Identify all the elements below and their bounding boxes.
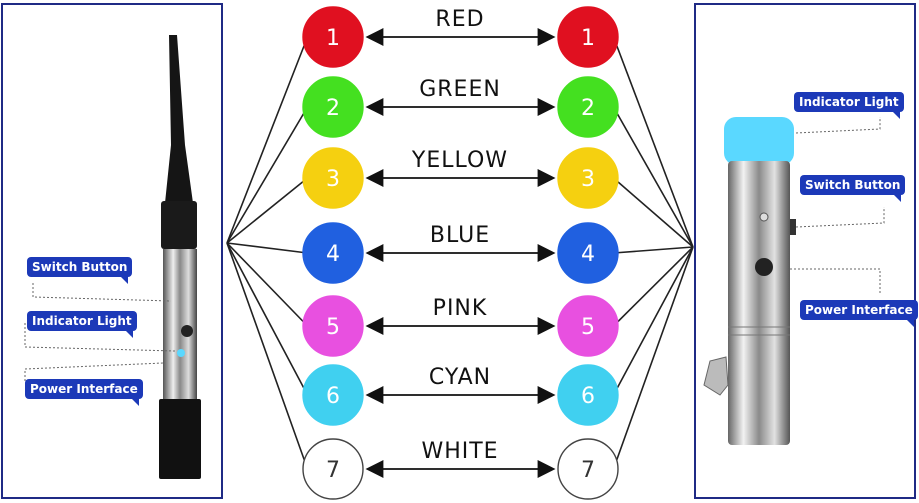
left-fan-line-7 <box>226 242 309 470</box>
right-pin-number-1: 1 <box>581 26 595 51</box>
right-device-panel: Indicator Light Switch Button Power Inte… <box>694 3 918 499</box>
left-pin-number-5: 5 <box>326 315 340 340</box>
left-fan-line-4 <box>226 242 308 254</box>
right-pin-circle-3 <box>557 147 619 209</box>
left-pin-number-7: 7 <box>326 458 340 483</box>
right-fan-line-1 <box>612 36 694 248</box>
right-fan-line-4 <box>613 246 694 254</box>
right-pin-number-4: 4 <box>581 242 595 267</box>
right-pin-number-5: 5 <box>581 315 595 340</box>
left-pin-circle-7 <box>302 438 364 500</box>
indicator-cap-shape <box>724 117 794 165</box>
right-pin-number-2: 2 <box>581 96 595 121</box>
right-fan-line-7 <box>612 246 694 470</box>
pin-color-label-4: BLUE <box>429 223 491 248</box>
right-pin-circle-5 <box>557 295 619 357</box>
right-fan-line-5 <box>612 246 694 327</box>
right-power-interface-callout: Power Interface <box>800 300 918 327</box>
right-pin-circle-4 <box>557 222 619 284</box>
right-fan-line-3 <box>612 177 694 248</box>
left-pin-number-3: 3 <box>326 167 340 192</box>
left-indicator-light-callout: Indicator Light <box>27 311 137 338</box>
left-pin-number-4: 4 <box>326 242 340 267</box>
left-pin-number-2: 2 <box>326 96 340 121</box>
left-device-panel: Switch Button Indicator Light Power Inte… <box>1 3 223 499</box>
pin-color-label-2: GREEN <box>419 77 501 102</box>
left-pin-circle-3 <box>302 147 364 209</box>
left-pin-circle-2 <box>302 76 364 138</box>
left-fan-line-6 <box>226 242 309 396</box>
right-switch-button-callout: Switch Button <box>800 175 906 202</box>
left-pin-circle-5 <box>302 295 364 357</box>
left-pin-circle-1 <box>302 6 364 68</box>
left-fan-line-1 <box>226 36 309 244</box>
right-pin-circle-2 <box>557 76 619 138</box>
left-fan-line-2 <box>226 106 309 244</box>
right-fan-line-6 <box>612 246 694 396</box>
right-pin-number-3: 3 <box>581 167 595 192</box>
left-pin-number-1: 1 <box>326 26 340 51</box>
left-fan-line-5 <box>226 242 309 327</box>
pin-color-label-7: WHITE <box>421 439 499 464</box>
left-pin-circle-6 <box>302 364 364 426</box>
pin-color-label-1: RED <box>435 7 485 32</box>
right-pin-circle-6 <box>557 364 619 426</box>
left-device-illustration <box>24 35 201 479</box>
right-device-illustration <box>703 117 885 445</box>
antenna-shape <box>165 35 193 203</box>
right-indicator-light-callout: Indicator Light <box>794 92 904 119</box>
right-pin-number-7: 7 <box>581 458 595 483</box>
right-pin-circle-7 <box>557 438 619 500</box>
left-pin-number-6: 6 <box>326 384 340 409</box>
right-fan-line-2 <box>612 106 694 248</box>
left-power-interface-callout: Power Interface <box>25 379 143 406</box>
left-pin-circle-4 <box>302 222 364 284</box>
right-pin-number-6: 6 <box>581 384 595 409</box>
right-pin-circle-1 <box>557 6 619 68</box>
pin-color-label-5: PINK <box>432 296 488 321</box>
left-fan-line-3 <box>226 177 309 244</box>
left-switch-button-callout: Switch Button <box>27 257 133 284</box>
pin-color-label-6: CYAN <box>428 365 492 390</box>
pin-color-label-3: YELLOW <box>411 148 509 173</box>
